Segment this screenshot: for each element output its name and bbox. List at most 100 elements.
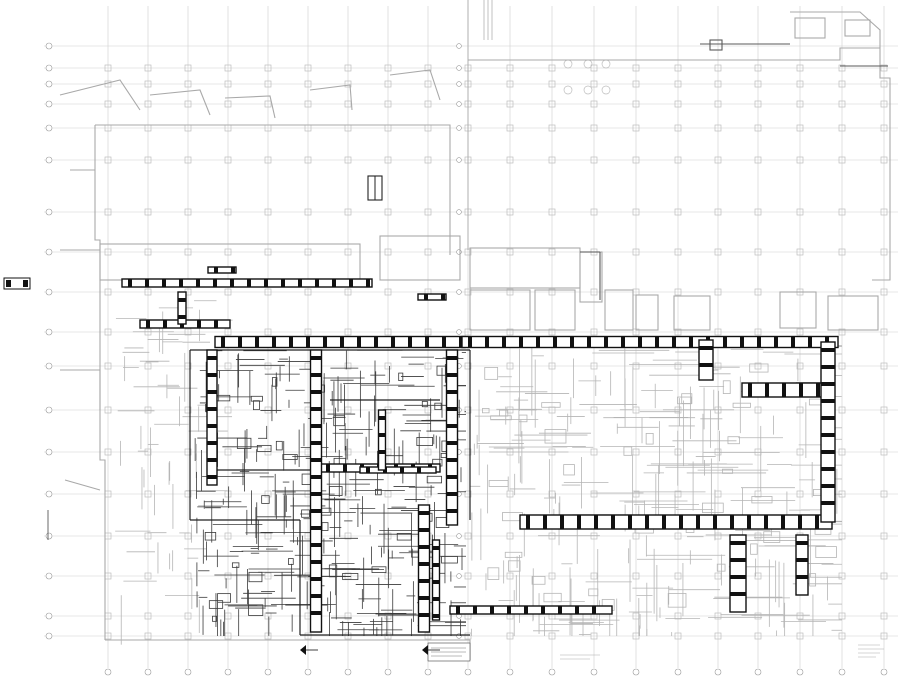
column bbox=[590, 406, 598, 414]
column bbox=[344, 248, 352, 256]
column bbox=[754, 328, 762, 336]
column bbox=[304, 248, 312, 256]
cable-tray-segment bbox=[796, 558, 808, 562]
grid-bubble bbox=[506, 668, 514, 676]
cable-tray-segment bbox=[374, 336, 378, 348]
grid-bubble bbox=[754, 668, 762, 676]
grid-bubble bbox=[590, 668, 598, 676]
cable-tray-segment bbox=[310, 594, 322, 598]
column bbox=[590, 362, 598, 370]
grid-bubble bbox=[674, 668, 682, 676]
column bbox=[714, 572, 722, 580]
cable-tray-horizontal bbox=[519, 514, 833, 530]
cable-tray-segment bbox=[289, 336, 293, 348]
existing-equipment bbox=[488, 480, 509, 487]
column bbox=[674, 288, 682, 296]
cable-tray-segment bbox=[679, 515, 683, 529]
cable-tray-segment bbox=[764, 515, 768, 529]
new-equipment bbox=[248, 604, 264, 616]
grid-bubble bbox=[456, 573, 462, 579]
column bbox=[506, 124, 514, 132]
new-equipment bbox=[301, 509, 310, 518]
existing-equipment bbox=[563, 464, 575, 476]
cable-tray-segment bbox=[490, 606, 494, 614]
column bbox=[674, 124, 682, 132]
column bbox=[590, 64, 598, 72]
column bbox=[838, 80, 846, 88]
column bbox=[344, 328, 352, 336]
cable-tray-segment bbox=[821, 382, 835, 386]
grid-bubble bbox=[45, 288, 53, 296]
grid-bubble bbox=[45, 490, 53, 498]
new-equipment bbox=[261, 495, 270, 504]
column bbox=[264, 328, 272, 336]
column bbox=[424, 632, 432, 640]
cable-tray-horizontal bbox=[417, 293, 447, 301]
cable-tray-horizontal bbox=[461, 335, 839, 349]
column bbox=[590, 288, 598, 296]
cable-tray-segment bbox=[821, 348, 835, 352]
column bbox=[464, 328, 472, 336]
column bbox=[506, 80, 514, 88]
new-equipment bbox=[288, 558, 294, 565]
cable-tray-segment bbox=[796, 575, 808, 579]
new-equipment bbox=[231, 562, 240, 568]
column bbox=[184, 100, 192, 108]
column bbox=[424, 248, 432, 256]
cable-tray-segment bbox=[696, 515, 700, 529]
column bbox=[184, 448, 192, 456]
grid-bubble bbox=[224, 668, 232, 676]
column bbox=[880, 572, 888, 580]
column bbox=[104, 362, 112, 370]
grid-bubble bbox=[45, 124, 53, 132]
existing-equipment bbox=[588, 588, 599, 597]
new-equipment bbox=[236, 437, 252, 449]
cable-tray-segment bbox=[272, 336, 276, 348]
column bbox=[384, 208, 392, 216]
column bbox=[506, 156, 514, 164]
grid-bubble bbox=[456, 101, 462, 107]
column bbox=[144, 156, 152, 164]
cable-tray-segment bbox=[821, 399, 835, 403]
column bbox=[632, 572, 640, 580]
grid-bubble bbox=[45, 406, 53, 414]
column bbox=[264, 80, 272, 88]
column bbox=[104, 328, 112, 336]
column bbox=[838, 208, 846, 216]
cable-tray-segment bbox=[628, 515, 632, 529]
cable-tray-segment bbox=[821, 365, 835, 369]
column bbox=[104, 406, 112, 414]
existing-equipment bbox=[815, 546, 837, 558]
cable-tray-segment bbox=[432, 597, 440, 601]
column bbox=[264, 406, 272, 414]
column bbox=[632, 124, 640, 132]
cable-tray-segment bbox=[178, 298, 186, 302]
column bbox=[590, 100, 598, 108]
existing-equipment bbox=[749, 363, 769, 373]
cable-tray-segment bbox=[543, 515, 547, 529]
column bbox=[880, 632, 888, 640]
column bbox=[464, 532, 472, 540]
column bbox=[838, 612, 846, 620]
column bbox=[632, 448, 640, 456]
new-equipment bbox=[416, 437, 433, 446]
new-equipment bbox=[434, 402, 442, 411]
new-equipment bbox=[212, 615, 217, 622]
column bbox=[754, 124, 762, 132]
column bbox=[224, 362, 232, 370]
column bbox=[838, 288, 846, 296]
column bbox=[838, 100, 846, 108]
grid-bubble bbox=[456, 125, 462, 131]
cable-tray-segment bbox=[536, 336, 540, 348]
column bbox=[224, 490, 232, 498]
cable-tray-segment bbox=[221, 336, 225, 348]
cable-tray-segment bbox=[446, 441, 458, 445]
cable-tray-segment bbox=[796, 541, 808, 545]
column bbox=[674, 490, 682, 498]
column bbox=[184, 572, 192, 580]
column bbox=[880, 362, 888, 370]
existing-equipment bbox=[702, 502, 724, 513]
column bbox=[796, 208, 804, 216]
cable-tray-segment bbox=[418, 562, 430, 566]
cable-tray-segment bbox=[418, 511, 430, 515]
